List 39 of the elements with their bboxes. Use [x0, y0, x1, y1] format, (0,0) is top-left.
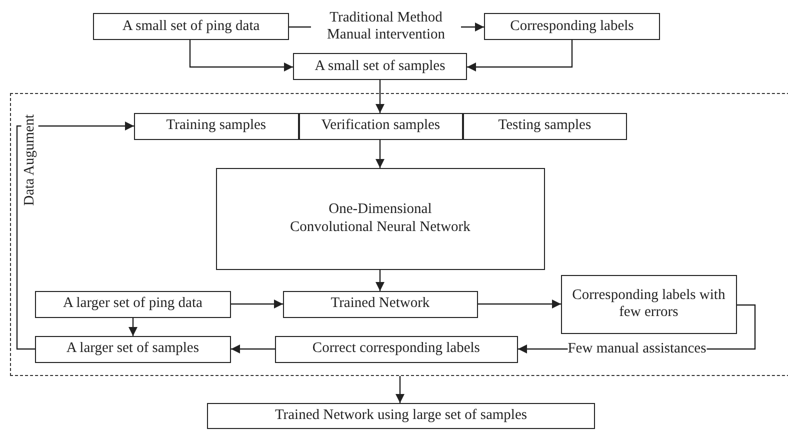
box-label: A larger set of ping data	[62, 295, 202, 313]
box-label: A small set of ping data	[122, 18, 260, 36]
process-box	[484, 13, 660, 40]
box-label: One-Dimensional Convolutional Neural Network	[288, 201, 472, 236]
box-label: Training samples	[166, 117, 266, 135]
process-box	[560, 274, 737, 334]
box-label: Corresponding labels with few errors	[571, 286, 726, 322]
arrow	[231, 300, 283, 308]
edge-label: Data Augument	[21, 114, 39, 206]
dashed-region	[10, 93, 788, 376]
process-box	[134, 112, 299, 140]
box-label: Corresponding labels	[510, 18, 634, 36]
process-box	[298, 112, 463, 140]
process-box	[93, 13, 289, 40]
arrow	[467, 40, 573, 72]
arrow	[189, 40, 293, 72]
arrow	[376, 80, 384, 113]
process-box	[34, 336, 231, 363]
box-label: Verification samples	[321, 117, 440, 135]
box-label: Correct corresponding labels	[312, 340, 480, 358]
process-box	[216, 168, 545, 270]
arrow	[478, 300, 561, 308]
arrow	[396, 376, 404, 403]
process-box	[34, 290, 231, 318]
process-box	[282, 290, 478, 318]
process-box	[293, 53, 467, 80]
arrow	[16, 122, 134, 350]
box-label: A larger set of samples	[66, 340, 199, 358]
box-label: A small set of samples	[314, 58, 446, 76]
process-box	[207, 403, 595, 429]
process-box	[462, 112, 627, 140]
arrow	[376, 270, 384, 291]
arrow	[128, 318, 138, 336]
arrow	[376, 140, 384, 168]
box-label: Testing samples	[498, 117, 592, 135]
box-label: Trained Network using large set of samples	[274, 407, 528, 425]
arrow	[231, 344, 275, 354]
process-box	[274, 336, 518, 363]
box-label: Trained Network	[330, 295, 430, 313]
